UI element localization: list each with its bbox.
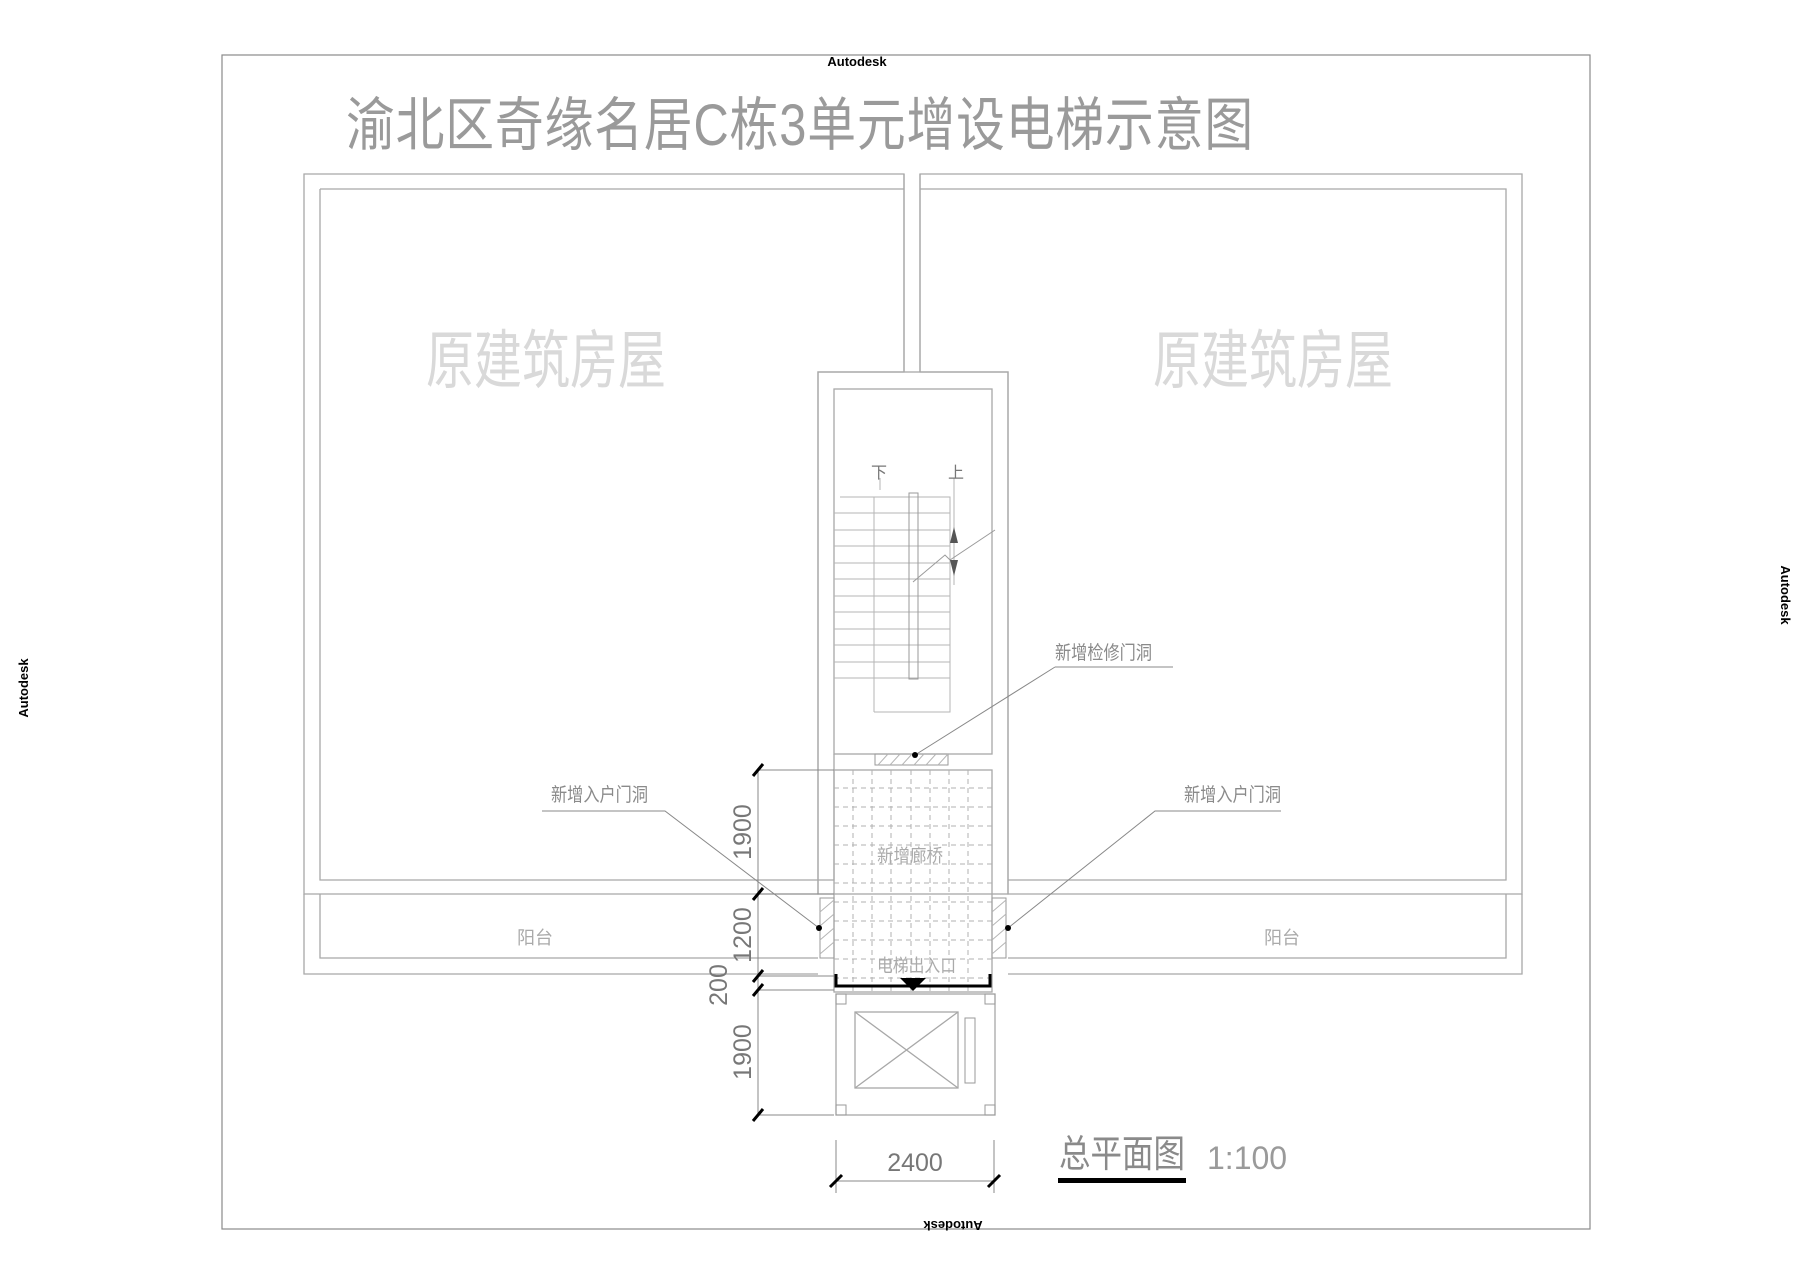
elevator-shaft: [835, 993, 996, 1116]
maintenance-door-opening: [874, 753, 949, 766]
elevator-entrance-label: 电梯出入口: [877, 956, 956, 976]
plan-scale: 1:100: [1207, 1140, 1287, 1176]
sheet-border: [221, 54, 1591, 1230]
stair-up-label: 上: [948, 464, 964, 482]
corridor-label: 新增廊桥: [877, 846, 943, 866]
vertical-dimension-chain: [751, 763, 834, 1122]
balcony-label-right: 阳台: [1264, 928, 1300, 948]
entry-door-note-left: 新增入户门洞: [551, 784, 648, 806]
balcony-label-left: 阳台: [517, 928, 553, 948]
balcony-band: [303, 894, 1523, 975]
dim-balcony-depth: 1200: [729, 907, 757, 963]
entrance-arrow-icon: [900, 978, 926, 991]
plan-title: 总平面图: [1059, 1134, 1185, 1176]
leader-lines: [542, 666, 1281, 931]
watermark-left: Autodesk: [16, 658, 31, 718]
drawing-title: 渝北区奇缘名居C栋3单元增设电梯示意图: [346, 93, 1254, 158]
corridor-bridge: [833, 769, 993, 993]
dim-corridor-length: 1900: [729, 804, 757, 860]
plan-title-underline: [1058, 1178, 1186, 1183]
dim-shaft-width: 2400: [887, 1149, 943, 1177]
maintenance-door-note: 新增检修门洞: [1055, 642, 1152, 664]
entry-door-opening-left: [819, 897, 835, 959]
dim-gap: 200: [705, 964, 733, 1006]
stair: [834, 478, 996, 713]
watermark-top: Autodesk: [827, 54, 887, 69]
horizontal-dimension: [828, 1140, 1002, 1193]
room-label-right: 原建筑房屋: [1153, 325, 1393, 397]
room-label-left: 原建筑房屋: [426, 325, 666, 397]
building-outline: [303, 173, 1523, 895]
watermark-right: Autodesk: [1778, 565, 1793, 625]
stair-down-label: 下: [871, 465, 887, 482]
entry-door-note-right: 新增入户门洞: [1184, 784, 1281, 806]
watermark-bottom: Autodesk: [923, 1218, 983, 1233]
dim-shaft-length: 1900: [729, 1024, 757, 1080]
entry-door-opening-right: [991, 897, 1007, 959]
